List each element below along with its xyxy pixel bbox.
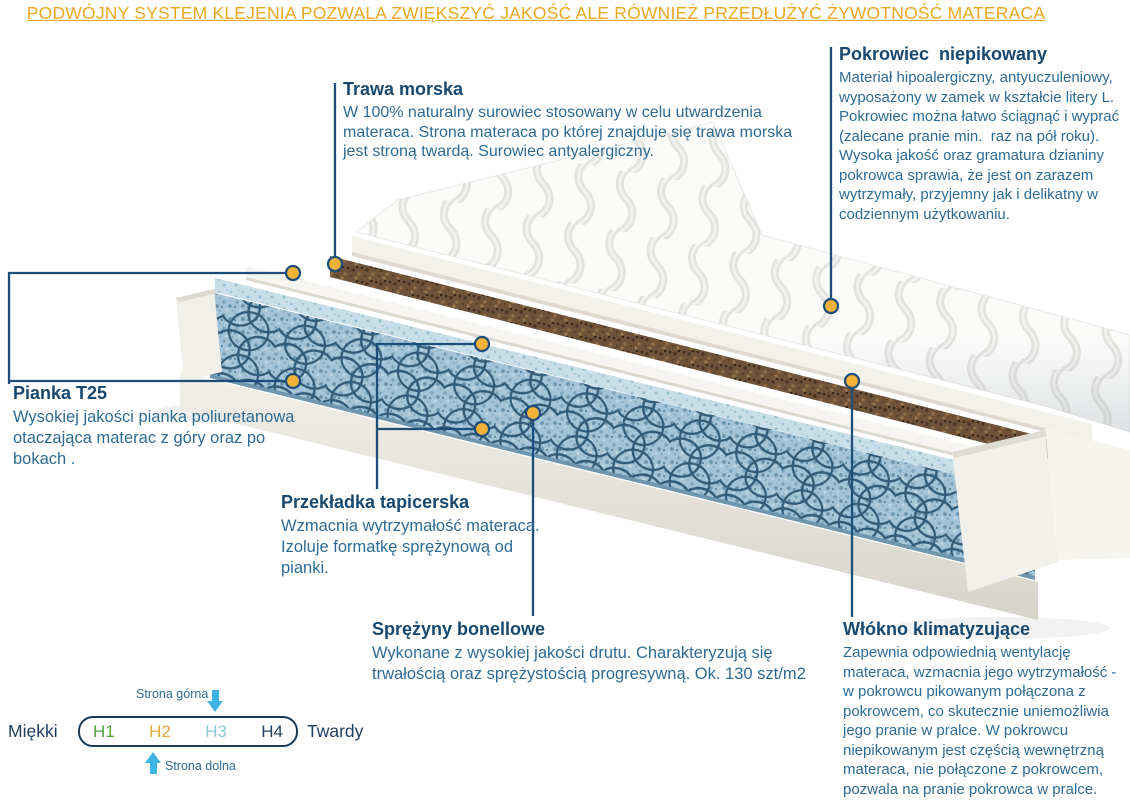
- callout-trawa-morska: Trawa morska W 100% naturalny surowiec s…: [343, 79, 792, 162]
- cover-right-face: [1045, 428, 1130, 560]
- callout-dot-pianka-bottom: [284, 372, 302, 390]
- hardness-level-h2: H2: [149, 721, 171, 741]
- spring-top-fabric: [215, 278, 1035, 494]
- spring-layer: [210, 292, 1035, 580]
- top-banner-text: PODWÓJNY SYSTEM KLEJENIA POZWALA ZWIĘKSZ…: [26, 3, 1046, 23]
- scale-soft-label: Miękki: [8, 721, 58, 741]
- foam-side-wall: [176, 289, 222, 381]
- callout-body: Wysokiej jakości pianka poliuretanowa ot…: [13, 408, 295, 468]
- arrow-up-icon: [145, 752, 161, 774]
- scale-top-label: Strona górna: [136, 687, 209, 701]
- foam-corner-block: [952, 430, 1058, 592]
- pianka-line: [7, 271, 286, 384]
- callout-dot-sprezyny: [524, 404, 542, 422]
- hardness-level-h1: H1: [93, 721, 115, 741]
- callout-body: Materiał hipoalergiczny, antyuczuleniowy…: [839, 69, 1120, 223]
- callout-dot-pokrowiec: [822, 297, 840, 315]
- callout-title: Włókno klimatyzujące: [843, 619, 1031, 639]
- callout-dots: [284, 255, 861, 438]
- hardness-level-h4: H4: [261, 721, 283, 741]
- arrow-down-icon: [207, 690, 223, 712]
- callout-dot-trawa: [326, 255, 344, 273]
- foam-base: [180, 372, 1038, 620]
- callout-lines: [7, 47, 854, 617]
- callout-przekladka: Przekładka tapicerska Wzmacnia wytrzymał…: [281, 492, 540, 579]
- callout-title: Pokrowiec niepikowany: [839, 44, 1048, 64]
- callout-pianka: Pianka T25 Wysokiej jakości pianka poliu…: [13, 383, 294, 470]
- hardness-scale-box: H1 H2 H3 H4: [78, 716, 298, 747]
- top-banner: PODWÓJNY SYSTEM KLEJENIA POZWALA ZWIĘKSZ…: [0, 3, 1072, 24]
- przekladka-line: [375, 342, 476, 489]
- callout-body: Wzmacnia wytrzymałość materaca. Izoluje …: [281, 517, 540, 577]
- callout-title: Sprężyny bonellowe: [372, 619, 546, 639]
- hardness-level-h3: H3: [205, 721, 227, 741]
- quilted-cover: [354, 121, 1130, 433]
- insulation-sheet: [246, 266, 1060, 482]
- callout-sprezyny: Sprężyny bonellowe Wykonane z wysokiej j…: [372, 619, 806, 685]
- callout-wlokno: Włókno klimatyzujące Zapewnia odpowiedni…: [843, 619, 1116, 799]
- trawa-morska-layer: [330, 256, 1095, 471]
- cover-edge-band: [352, 236, 1093, 444]
- callout-body: W 100% naturalny surowiec stosowany w ce…: [343, 104, 793, 160]
- callout-dot-wlokno: [843, 372, 861, 390]
- callout-pokrowiec: Pokrowiec niepikowany Materiał hipoalerg…: [839, 44, 1119, 224]
- callout-title: Trawa morska: [343, 79, 464, 99]
- scale-bottom-label: Strona dolna: [165, 759, 236, 773]
- callout-body: Wykonane z wysokiej jakości drutu. Chara…: [372, 644, 806, 683]
- callout-dot-pianka-top: [284, 264, 302, 282]
- shadow-right: [890, 617, 1110, 639]
- scale-hard-label: Twardy: [307, 721, 364, 741]
- callout-body: Zapewnia odpowiednią wentylację materaca…: [843, 644, 1117, 798]
- callout-dot-przekladka-top: [473, 335, 491, 353]
- callout-title: Pianka T25: [13, 383, 108, 403]
- callout-title: Przekładka tapicerska: [281, 492, 470, 512]
- callout-dot-przekladka-bottom: [473, 420, 491, 438]
